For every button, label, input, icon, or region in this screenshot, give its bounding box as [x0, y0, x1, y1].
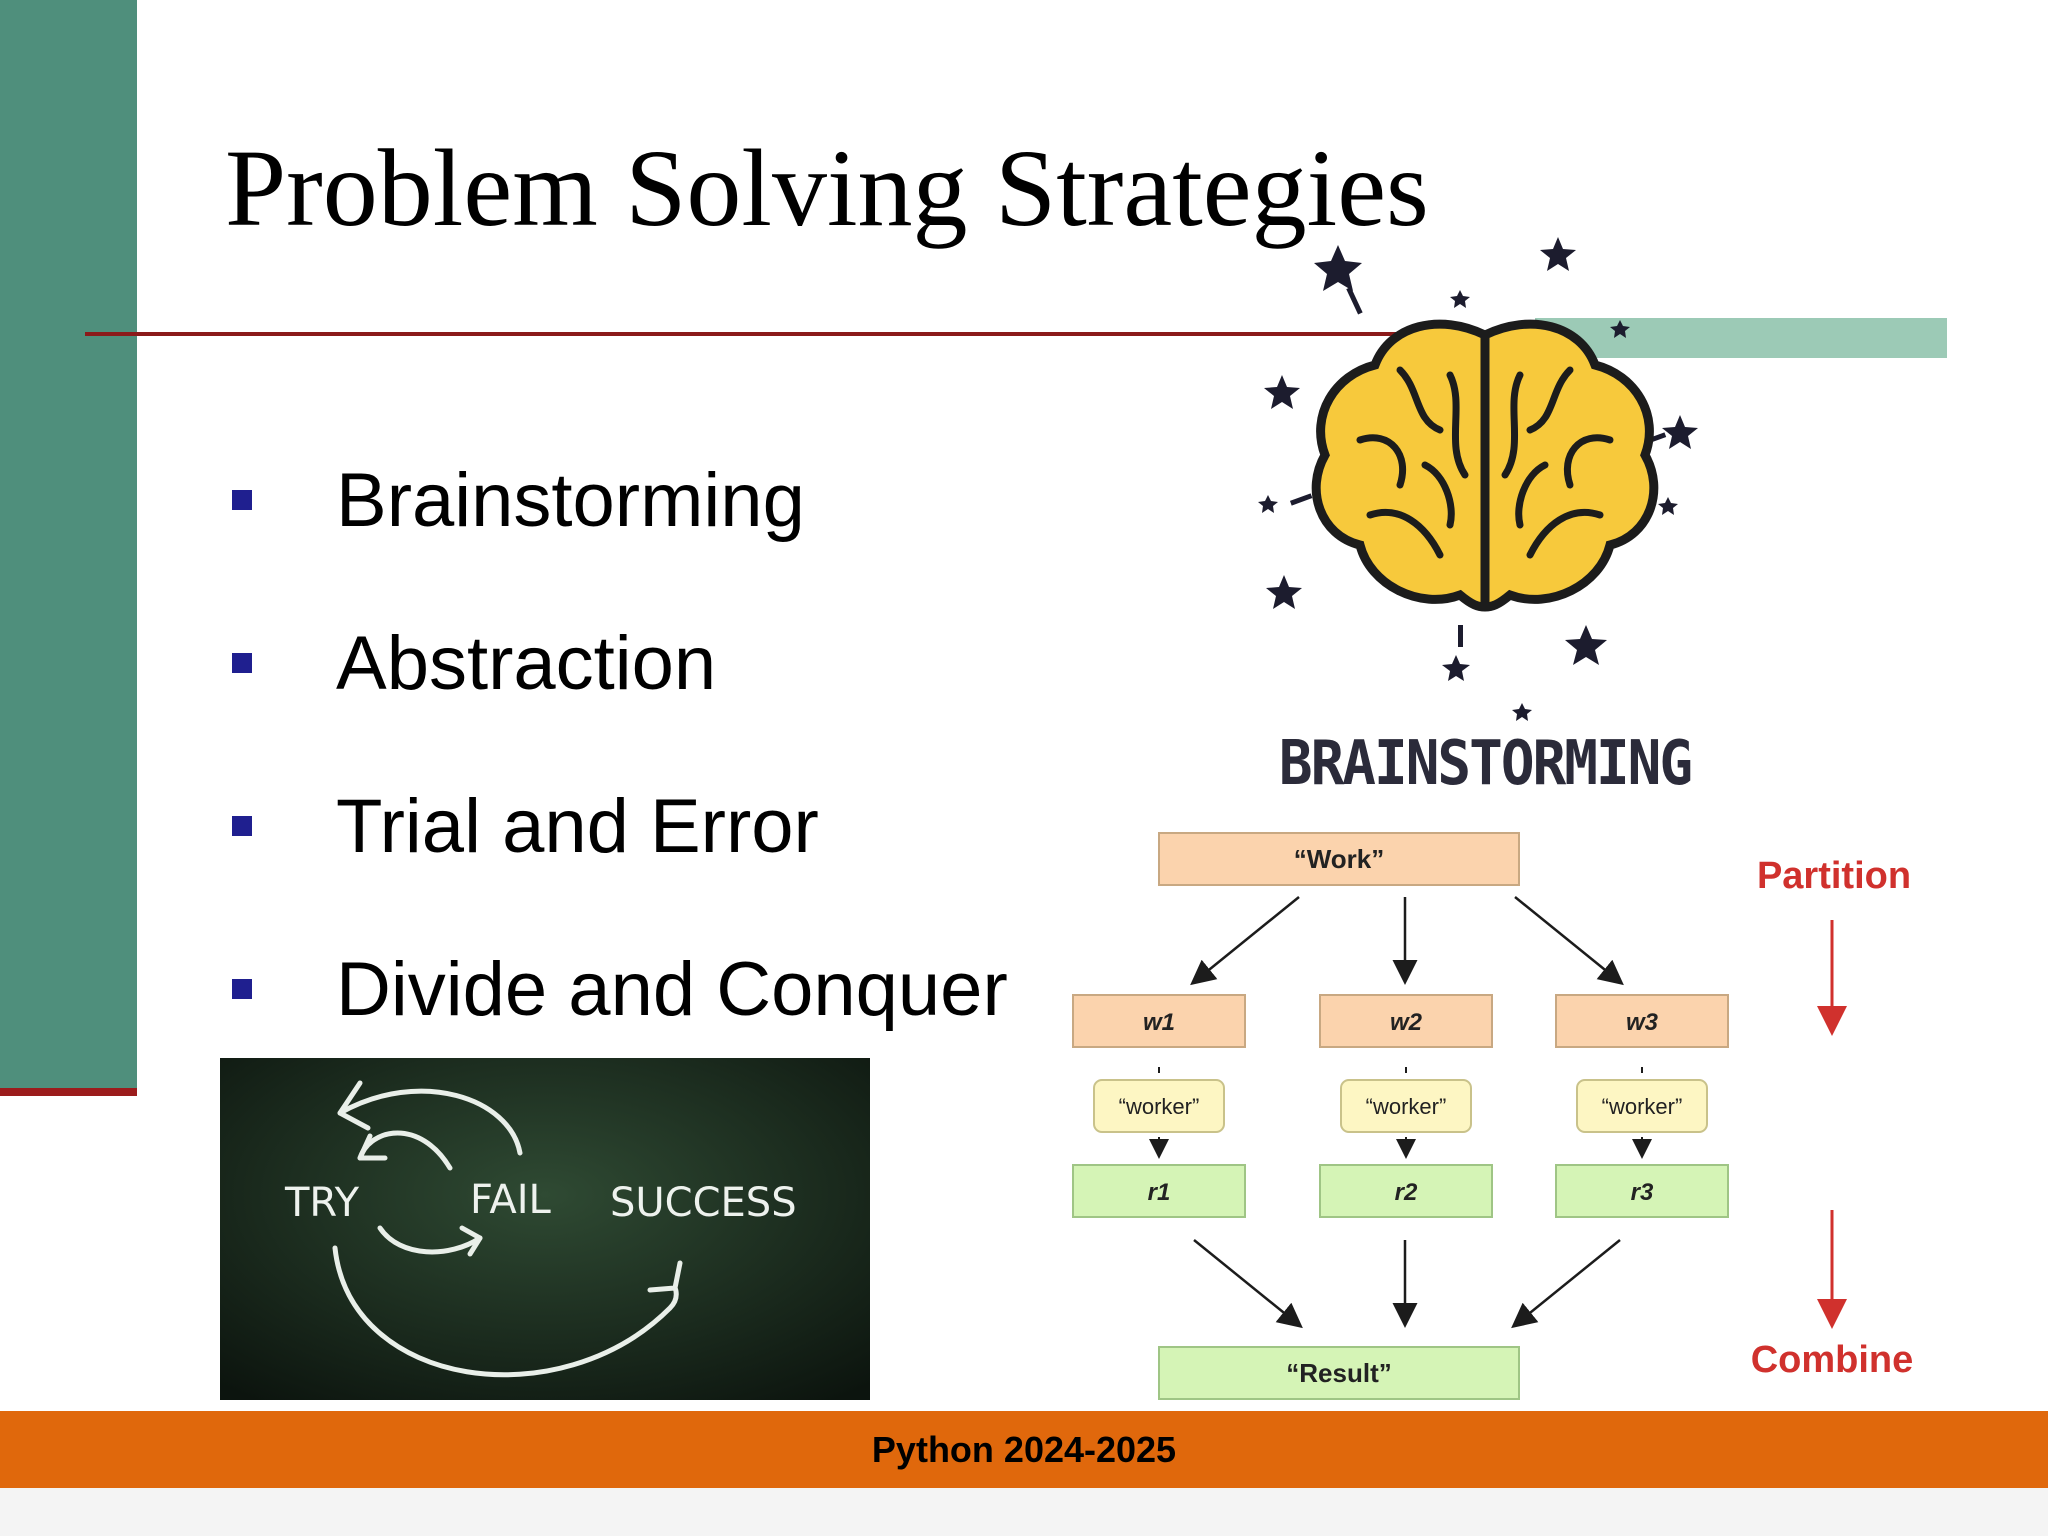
worker-box	[1093, 1079, 1225, 1133]
combine-arrows	[1193, 1239, 1621, 1329]
bullet-text: Brainstorming	[336, 457, 805, 543]
brainstorming-illustration: BRAINSTORMING	[1258, 237, 1698, 798]
title-divider	[85, 332, 1947, 336]
result-piece-label: r3	[1631, 1179, 1654, 1206]
partition-label: w2	[1390, 1009, 1423, 1036]
partition-box	[1555, 994, 1729, 1048]
partition-side-label: Partition	[1757, 855, 1911, 897]
final-result-box	[1158, 1346, 1520, 1400]
result-box	[1072, 1164, 1246, 1218]
worker-box	[1576, 1079, 1708, 1133]
partition-box	[1072, 994, 1246, 1048]
final-result-label: “Result”	[1286, 1358, 1391, 1388]
bullet-item: Divide and Conquer	[232, 944, 1008, 1034]
bullet-text: Abstraction	[336, 620, 717, 706]
slide-title: Problem Solving Strategies	[225, 127, 1429, 249]
footer-text: Python 2024-2025	[871, 1429, 1177, 1470]
brainstorming-caption: BRAINSTORMING	[1279, 726, 1691, 798]
partition-row: w1 w2 w3	[1072, 994, 1729, 1048]
worker-box	[1340, 1079, 1472, 1133]
try-word: TRY	[284, 1180, 360, 1226]
split-arrows	[1190, 896, 1624, 986]
bottom-margin	[0, 1488, 2048, 1536]
result-box	[1555, 1164, 1729, 1218]
work-label: “Work”	[1294, 844, 1385, 874]
square-bullet-icon	[232, 816, 252, 836]
left-accent-bar-edge	[0, 1088, 137, 1096]
result-box	[1319, 1164, 1493, 1218]
partition-label: w3	[1626, 1009, 1659, 1036]
combine-side-label: Combine	[1751, 1339, 1914, 1381]
cycle-arrows-icon	[332, 1080, 683, 1378]
result-piece-label: r1	[1148, 1179, 1171, 1206]
footer-bar	[0, 1411, 2048, 1488]
square-bullet-icon	[232, 979, 252, 999]
star-icon	[1258, 237, 1698, 721]
bullet-item: Trial and Error	[232, 781, 819, 871]
bullet-item: Abstraction	[232, 618, 716, 708]
teal-accent-strip	[1535, 318, 1947, 358]
worker-label: “worker”	[1366, 1094, 1447, 1119]
left-accent-bar	[0, 0, 137, 1088]
connector-lines	[1158, 1067, 1643, 1073]
bullet-item: Brainstorming	[232, 455, 805, 545]
worker-row: “worker” “worker” “worker”	[1093, 1079, 1708, 1133]
square-bullet-icon	[232, 653, 252, 673]
fail-word: FAIL	[470, 1177, 551, 1223]
result-piece-label: r2	[1395, 1179, 1418, 1206]
bullet-text: Trial and Error	[336, 783, 819, 869]
worker-label: “worker”	[1602, 1094, 1683, 1119]
divide-and-conquer-diagram: “Work” w1 w2 w3 “worker” “worker” “worke…	[1066, 815, 1966, 1415]
worker-label: “worker”	[1119, 1094, 1200, 1119]
bullet-text: Divide and Conquer	[336, 946, 1008, 1032]
work-box	[1158, 832, 1520, 886]
square-bullet-icon	[232, 490, 252, 510]
brain-icon	[1311, 319, 1659, 612]
try-fail-success-chalkboard: TRY FAIL SUCCESS	[220, 1058, 870, 1400]
partition-label: w1	[1143, 1009, 1175, 1036]
partition-box	[1319, 994, 1493, 1048]
success-word: SUCCESS	[610, 1180, 797, 1226]
worker-to-result-arrows	[1149, 1137, 1652, 1159]
result-row: r1 r2 r3	[1072, 1164, 1729, 1218]
